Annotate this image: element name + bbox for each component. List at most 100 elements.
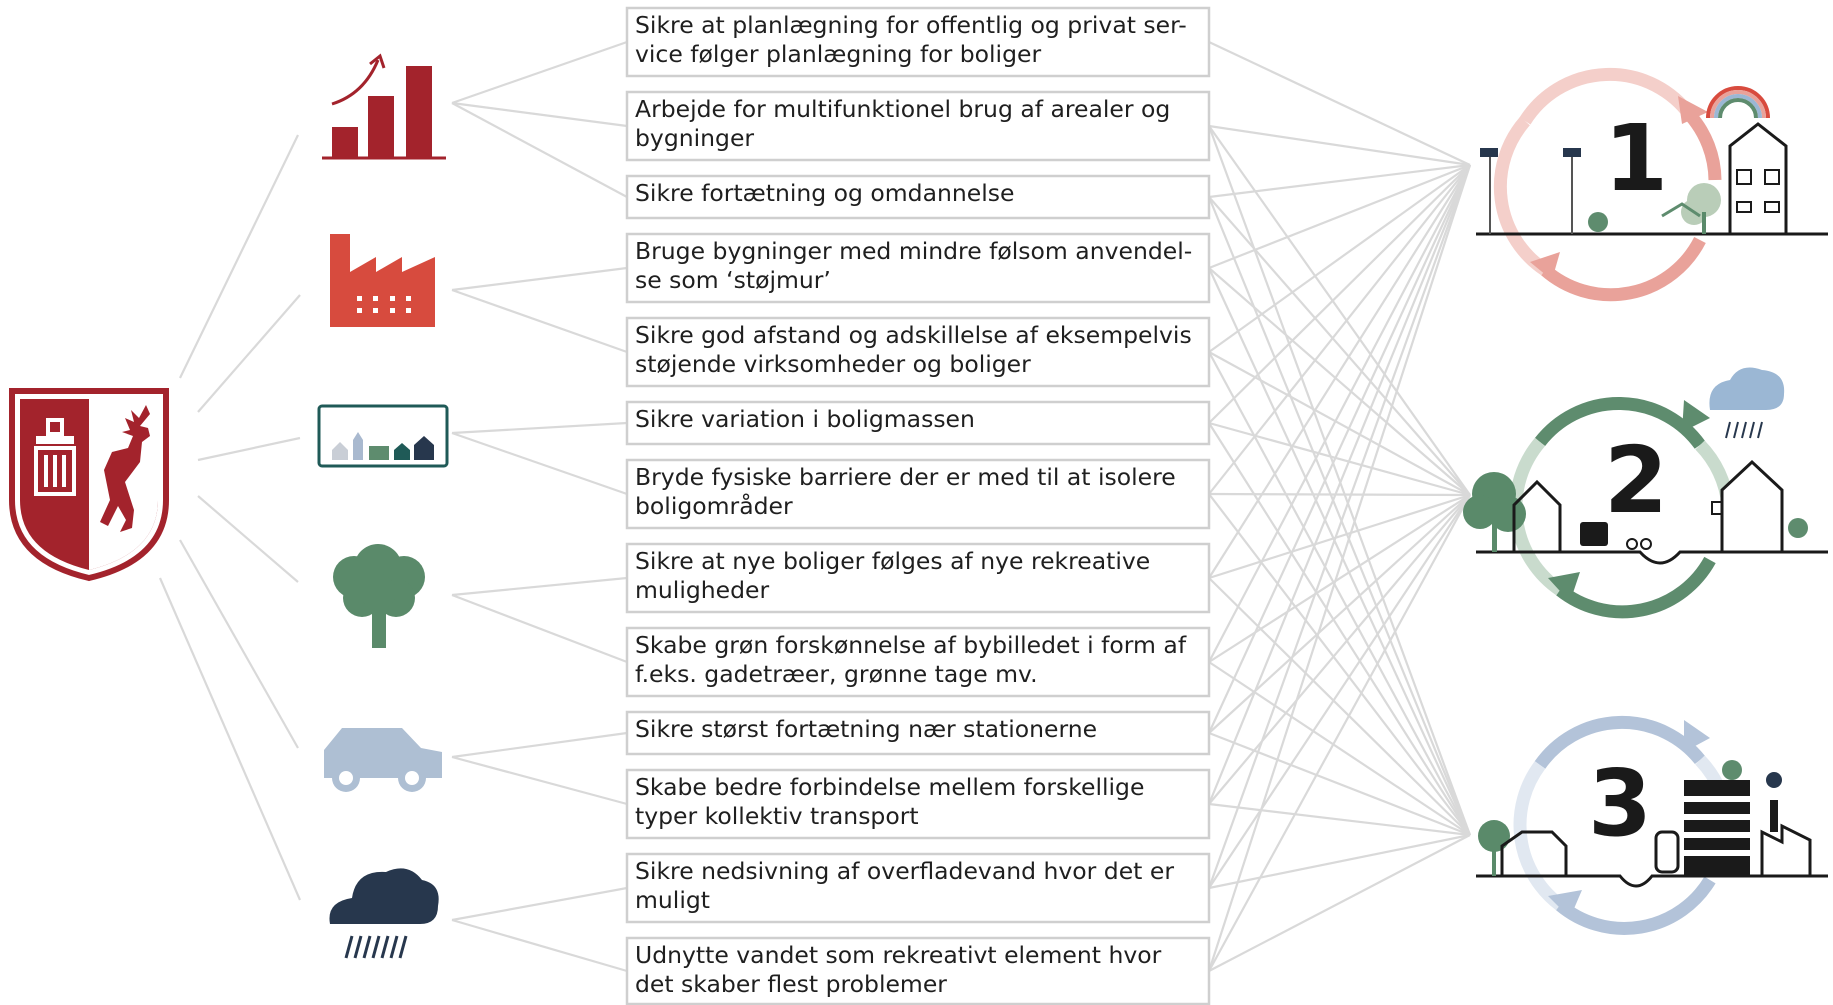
goal-2-number: 2	[1604, 427, 1668, 534]
action-to-goal-line	[1208, 163, 1471, 270]
action-box: Sikre god afstand og adskillelse af ekse…	[625, 316, 1211, 388]
goal-3-mobility-industry-scene-icon: 3	[1476, 715, 1828, 935]
action-box-frame	[625, 542, 1211, 614]
action-to-goal-line	[1208, 494, 1471, 805]
action-to-goal-line	[1208, 164, 1471, 663]
action-to-goal-line	[1208, 833, 1471, 890]
rain-cloud-icon	[329, 868, 439, 959]
theme-to-action-line	[451, 40, 628, 105]
action-box: Sikre nedsivning af overfladevand hvor d…	[625, 852, 1211, 924]
action-to-goal-line	[1208, 422, 1471, 836]
crest-to-theme-line	[197, 495, 299, 583]
theme-to-action-line	[451, 421, 628, 435]
action-text-line: boligområder	[635, 492, 793, 520]
crest-to-theme-line	[197, 294, 301, 413]
action-to-goal-line	[1208, 124, 1471, 167]
action-box: Udnytte vandet som rekreativt element hv…	[625, 936, 1211, 1005]
connector-lines	[158, 40, 1472, 973]
action-to-goal-line	[1208, 493, 1471, 580]
action-to-goal-line	[1208, 163, 1471, 199]
action-to-goal-line	[1208, 494, 1471, 972]
action-text-line: Sikre at nye boliger følges af nye rekre…	[635, 547, 1150, 575]
action-box-frame	[625, 90, 1211, 162]
theme-to-action-line	[451, 288, 628, 354]
action-to-goal-line	[1208, 494, 1471, 889]
action-box-frame	[625, 710, 1211, 756]
action-to-goal-line	[1208, 494, 1471, 734]
action-to-goal-line	[1208, 731, 1471, 837]
factory-icon	[330, 234, 435, 327]
car-icon	[324, 728, 442, 792]
crest-to-theme-line	[179, 539, 299, 749]
theme-to-action-line	[451, 593, 628, 664]
goal-2-green-climate-scene-icon: 2	[1463, 367, 1828, 619]
crest-to-theme-line	[158, 577, 302, 901]
municipal-crest-deer-icon	[9, 388, 169, 582]
action-to-goal-line	[1208, 493, 1471, 836]
action-to-goal-line	[1207, 196, 1472, 836]
action-box-frame	[625, 768, 1211, 840]
theme-to-action-line	[451, 755, 628, 806]
action-text-line: muligheder	[635, 576, 769, 604]
action-text-line: Skabe grøn forskønnelse af bybilledet i …	[635, 631, 1187, 659]
action-box: Sikre variation i boligmassen	[625, 400, 1211, 446]
action-text-line: Skabe bedre forbindelse mellem forskelli…	[635, 773, 1144, 801]
action-box: Arbejde for multifunktionel brug af area…	[625, 90, 1211, 162]
theme-to-action-line	[451, 102, 628, 198]
action-to-goal-line	[1208, 351, 1471, 836]
action-box-frame	[625, 316, 1211, 388]
action-box: Bruge bygninger med mindre følsom anvend…	[625, 232, 1211, 304]
action-to-goal-line	[1208, 196, 1471, 496]
action-to-goal-line	[1207, 125, 1472, 836]
action-text-line: Udnytte vandet som rekreativt element hv…	[635, 941, 1162, 969]
action-to-goal-line	[1208, 125, 1471, 496]
crest-to-theme-line	[197, 436, 301, 462]
housing-variation-icon	[317, 404, 449, 468]
action-box-frame	[625, 852, 1211, 924]
action-to-goal-line	[1208, 164, 1471, 734]
growth-bar-chart-icon	[322, 53, 446, 160]
action-text-line: vice følger planlægning for boliger	[635, 40, 1041, 68]
action-box: Skabe grøn forskønnelse af bybilledet i …	[625, 626, 1211, 698]
action-box-frame	[625, 400, 1211, 446]
action-text-line: Sikre fortætning og omdannelse	[635, 179, 1014, 207]
action-to-goal-line	[1208, 164, 1471, 495]
action-to-goal-line	[1208, 494, 1471, 663]
theme-to-action-line	[451, 431, 628, 496]
action-to-goal-line	[1207, 164, 1472, 889]
action-to-goal-line	[1208, 421, 1471, 497]
action-box-frame	[625, 232, 1211, 304]
action-box-frame	[625, 174, 1211, 220]
theme-to-action-line	[451, 101, 628, 128]
action-to-goal-line	[1208, 492, 1471, 497]
action-text-line: f.eks. gadetræer, grønne tage mv.	[635, 660, 1038, 688]
action-list: Sikre at planlægning for offentlig og pr…	[625, 6, 1211, 1005]
action-box: Bryde fysiske barriere der er med til at…	[625, 458, 1211, 530]
action-to-goal-line	[1207, 164, 1472, 805]
action-text-line: Sikre at planlægning for offentlig og pr…	[635, 11, 1187, 39]
theme-to-action-line	[451, 266, 628, 292]
action-box-frame	[625, 626, 1211, 698]
action-to-goal-line	[1208, 41, 1471, 166]
action-box: Skabe bedre forbindelse mellem forskelli…	[625, 768, 1211, 840]
action-text-line: det skaber flest problemer	[635, 970, 947, 998]
action-to-goal-line	[1207, 164, 1472, 972]
goal-1-urban-life-scene-icon: 1	[1476, 67, 1828, 302]
action-text-line: Sikre god afstand og adskillelse af ekse…	[635, 321, 1192, 349]
action-box: Sikre fortætning og omdannelse	[625, 174, 1211, 220]
action-text-line: Arbejde for multifunktionel brug af area…	[635, 95, 1170, 123]
action-text-line: typer kollektiv transport	[635, 802, 919, 830]
action-to-goal-line	[1208, 267, 1471, 836]
action-to-goal-line	[1208, 661, 1471, 836]
action-box-frame	[625, 6, 1211, 78]
action-to-goal-line	[1208, 164, 1471, 579]
goal-1-number: 1	[1604, 105, 1668, 212]
action-to-goal-line	[1208, 834, 1471, 972]
action-to-goal-line	[1208, 802, 1471, 837]
action-box-frame	[625, 936, 1211, 1005]
theme-to-action-line	[451, 576, 628, 597]
action-to-goal-line	[1208, 351, 1471, 496]
action-text-line: Bryde fysiske barriere der er med til at…	[635, 463, 1176, 491]
